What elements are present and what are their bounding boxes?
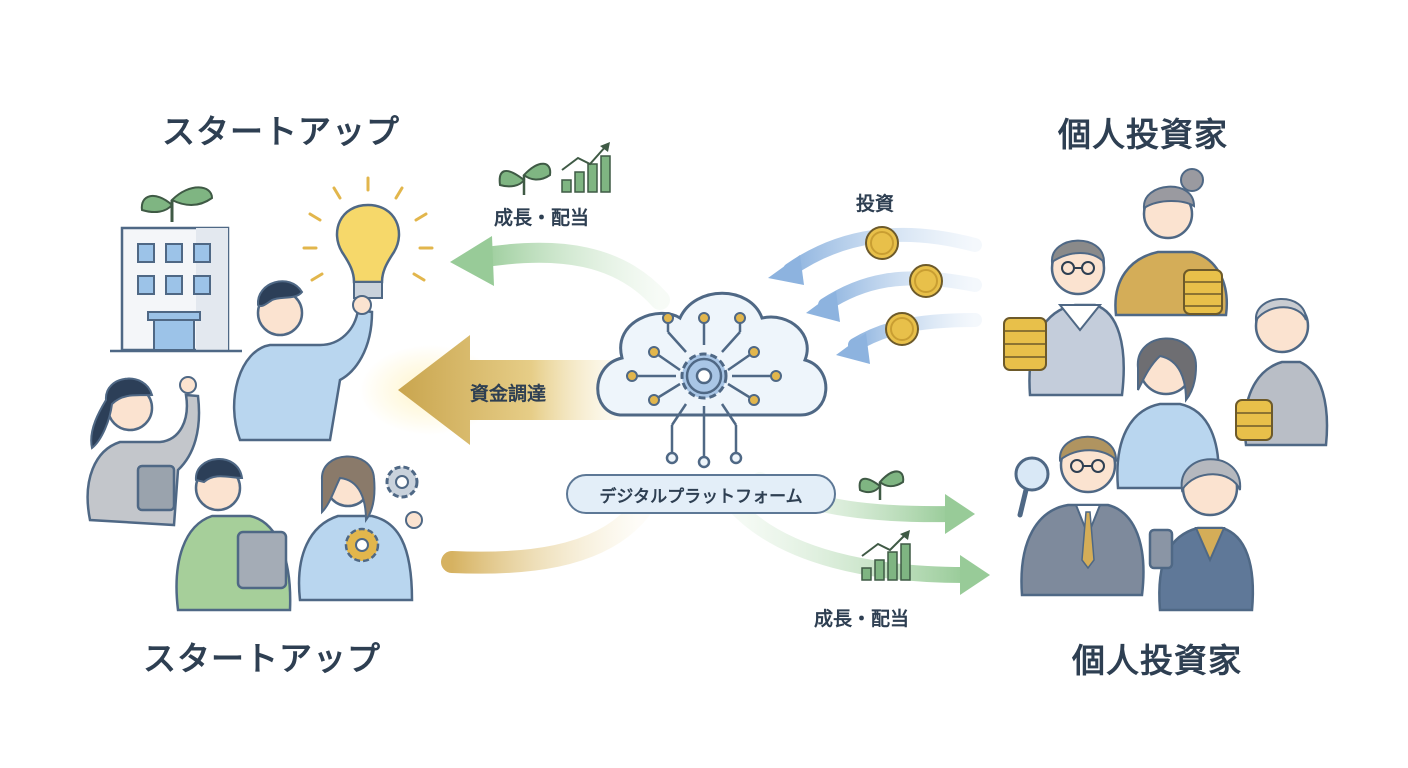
startup-person-boy-tablet [175,458,292,612]
growth-chart-icon [561,142,611,193]
startup-person-man [232,280,374,442]
sprout-icon [858,470,905,500]
funding-return-arrow [441,499,651,574]
cloud-network-icon [596,291,828,469]
sprout-icon [498,162,552,195]
investor-man-suit [1014,435,1145,597]
investor-title-bottom: 個人投資家 [1072,641,1242,680]
startup-title-bottom: スタートアップ [143,639,381,678]
investor-title-top: 個人投資家 [1058,115,1228,154]
startup-person-woman-tablet [86,376,201,527]
platform-label: デジタルプラットフォーム [566,474,836,514]
growth-dividend-label-top: 成長・配当 [494,207,590,229]
startup-title-top: スタートアップ [162,112,400,151]
magnifier-icon [1014,456,1050,518]
growth-arrow-top-left [450,236,670,310]
coin-stack [1183,269,1223,315]
lightbulb-icon [302,176,434,299]
growth-chart-icon [861,530,911,581]
smartphone-icon [1148,528,1174,570]
funding-arrow [360,335,620,445]
coin-stack [1235,399,1273,441]
coin-icon [865,226,943,346]
tablet-icon [236,530,288,590]
growth-dividend-label-bottom: 成長・配当 [814,608,910,630]
investment-label: 投資 [856,193,895,215]
investor-elderly-woman [1148,458,1255,612]
investor-man-glasses [1003,239,1125,397]
tablet-icon [136,464,176,512]
investor-elderly-man [1235,298,1329,447]
gear-icon [385,465,419,499]
startup-person-woman-gear [297,455,423,602]
building-icon [110,186,242,353]
coin-stack [1003,317,1047,371]
funding-label: 資金調達 [470,383,547,405]
gear-icon [680,352,728,400]
investor-woman-top [1114,168,1228,317]
